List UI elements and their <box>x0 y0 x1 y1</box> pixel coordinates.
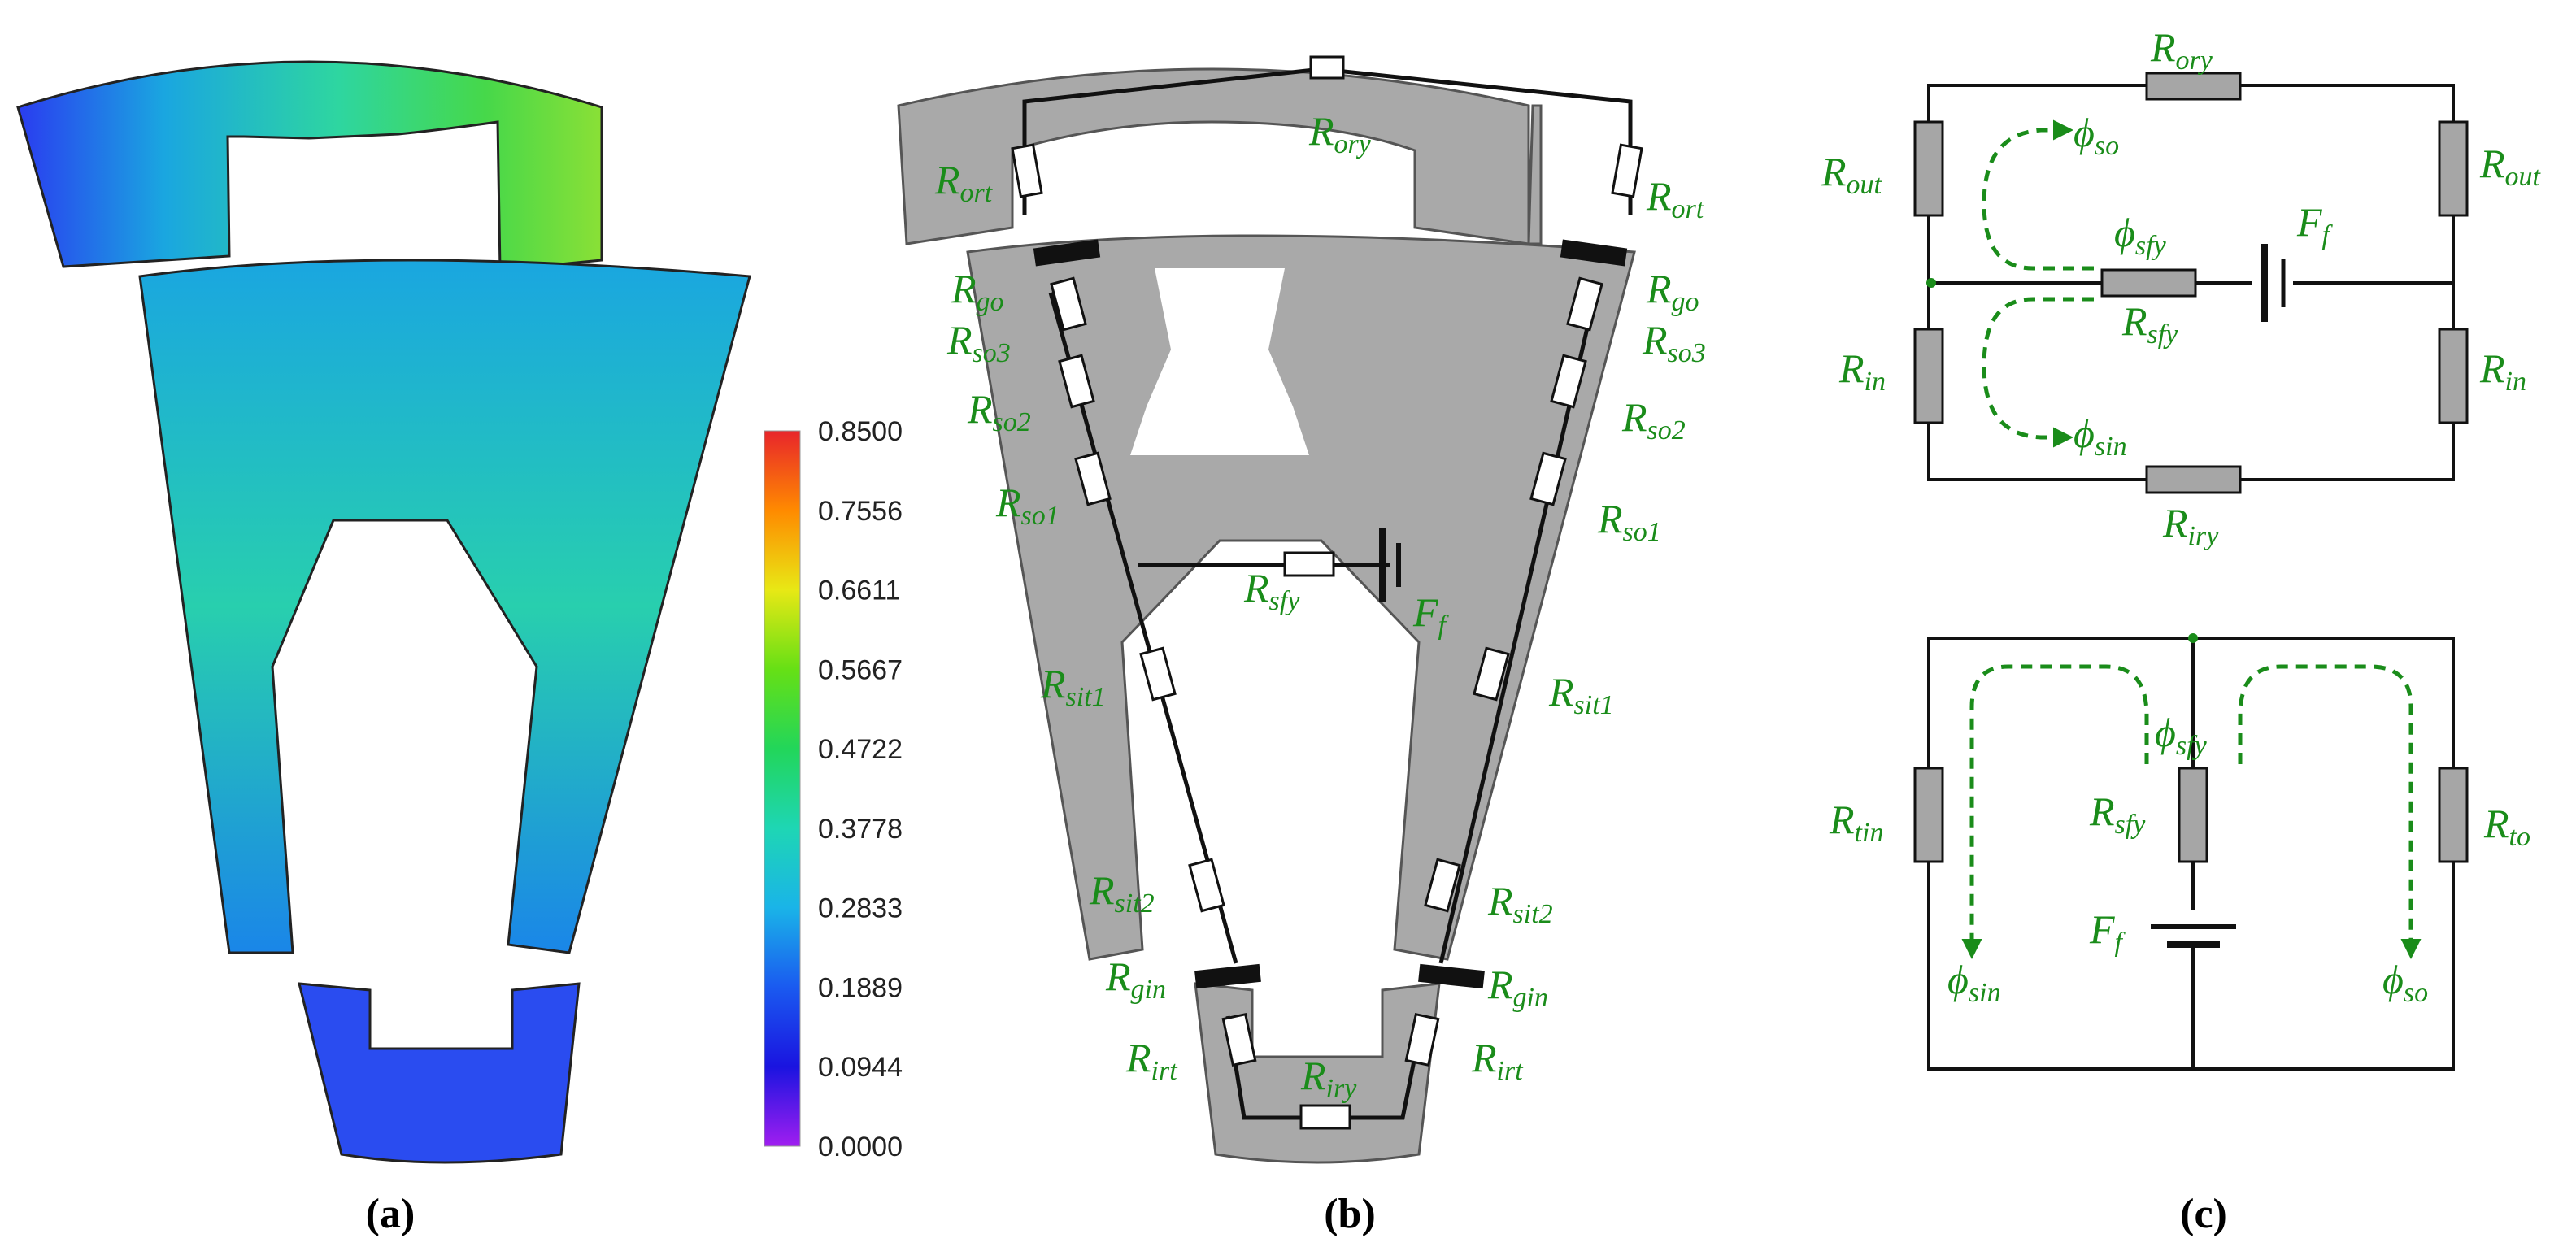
label-b-rgin-l: Rgin <box>1105 954 1166 1005</box>
label-c-ff: Ff <box>2296 199 2334 250</box>
b-stator-slot <box>1130 268 1309 455</box>
colorbar-ticks: 0.8500 0.7556 0.6611 0.5667 0.4722 0.3778 0.28… <box>818 416 903 1162</box>
label-b-rort-r: Rort <box>1646 173 1705 224</box>
b-resistors <box>1011 55 1643 1130</box>
label-c-rsfy: Rsfy <box>2121 298 2178 350</box>
label-c2-rtin: Rtin <box>1829 797 1883 848</box>
label-b-rsfy: Rsfy <box>1243 565 1300 616</box>
colorbar-tick-label: 0.1889 <box>818 972 903 1003</box>
label-c2-rto: Rto <box>2483 801 2530 852</box>
colorbar-tick-label: 0.7556 <box>818 496 903 527</box>
label-c-phi-sfy: ϕsfy <box>2114 210 2167 261</box>
caption-b: (b) <box>1324 1191 1376 1237</box>
b-labels: Rory Rort Rort Rgo Rgo Rso3 Rso3 Rso2 Rs… <box>934 108 1706 1104</box>
label-b-rgo-r: Rgo <box>1646 266 1699 317</box>
label-b-rso1-l: Rso1 <box>995 480 1060 531</box>
colorbar-tick-label: 0.6611 <box>818 576 900 606</box>
caption-a: (a) <box>366 1191 416 1237</box>
label-c2-rsfy: Rsfy <box>2089 789 2146 840</box>
label-b-rirt-l: Rirt <box>1125 1035 1178 1086</box>
label-b-rgo-l: Rgo <box>951 266 1004 317</box>
colorbar <box>764 430 801 1147</box>
label-b-rsit2-l: Rsit2 <box>1089 867 1155 919</box>
label-c-rory: Rory <box>2150 24 2213 76</box>
label-c2-phi-sin: ϕsin <box>1947 957 2001 1008</box>
colorbar-tick-label: 0.5667 <box>818 654 903 685</box>
panel-b-magnetic-network: Rory Rort Rort Rgo Rgo Rso3 Rso3 Rso2 Rs… <box>897 55 1706 1237</box>
label-c-rout-r: Rout <box>2479 141 2542 192</box>
inner-rotor-segment <box>298 982 581 1164</box>
label-c-rout-l: Rout <box>1821 149 1883 200</box>
label-c-phi-sin: ϕsin <box>2073 411 2127 462</box>
label-b-riry: Riry <box>1300 1053 1357 1104</box>
label-b-rso2-l: Rso2 <box>967 386 1031 437</box>
colorbar-tick-label: 0.0944 <box>818 1052 903 1083</box>
b-stator-tooth-segment <box>966 234 1636 961</box>
label-c-riry: Riry <box>2162 500 2219 551</box>
c-top-circuit: Rory Rout Rout ϕso ϕsfy Ff Rsfy Rin Rin … <box>1821 24 2542 551</box>
b-outer-rotor-segment <box>897 67 1543 245</box>
colorbar-tick-label: 0.2833 <box>818 893 903 924</box>
label-c-rin-l: Rin <box>1838 345 1886 397</box>
label-b-rsit1-l: Rsit1 <box>1040 661 1106 712</box>
label-b-rsit2-r: Rsit2 <box>1487 878 1553 929</box>
label-b-rso2-r: Rso2 <box>1621 394 1686 445</box>
colorbar-tick-label: 0.8500 <box>818 416 903 447</box>
label-c2-ff: Ff <box>2089 906 2126 958</box>
label-b-rsit1-r: Rsit1 <box>1548 669 1614 720</box>
colorbar-tick-label: 0.3778 <box>818 814 903 845</box>
label-c2-phi-so: ϕso <box>2382 957 2428 1008</box>
label-b-rort-l: Rort <box>934 157 994 208</box>
outer-rotor-segment <box>16 60 603 272</box>
label-b-rory: Rory <box>1308 108 1372 159</box>
label-c-phi-so: ϕso <box>2073 110 2119 161</box>
stator-tooth-segment <box>138 259 751 954</box>
panel-c-equivalent-circuits: Rory Rout Rout ϕso ϕsfy Ff Rsfy Rin Rin … <box>1821 24 2542 1237</box>
c-bottom-circuit: ϕsfy Rtin Rsfy Rto Ff ϕsin ϕso <box>1829 633 2530 1071</box>
panel-a-flux-map: 0.8500 0.7556 0.6611 0.5667 0.4722 0.3778 0.28… <box>16 60 903 1237</box>
label-c-rin-r: Rin <box>2479 345 2526 397</box>
label-b-rgin-r: Rgin <box>1487 962 1548 1013</box>
colorbar-tick-label: 0.4722 <box>818 734 903 765</box>
colorbar-tick-label: 0.0000 <box>818 1132 903 1162</box>
label-b-rso3-r: Rso3 <box>1642 317 1706 368</box>
label-b-rso1-r: Rso1 <box>1597 496 1661 547</box>
label-c2-phi-sfy: ϕsfy <box>2155 710 2208 761</box>
caption-c: (c) <box>2180 1191 2227 1237</box>
label-b-rso3-l: Rso3 <box>946 317 1011 368</box>
label-b-rirt-r: Rirt <box>1471 1035 1524 1086</box>
